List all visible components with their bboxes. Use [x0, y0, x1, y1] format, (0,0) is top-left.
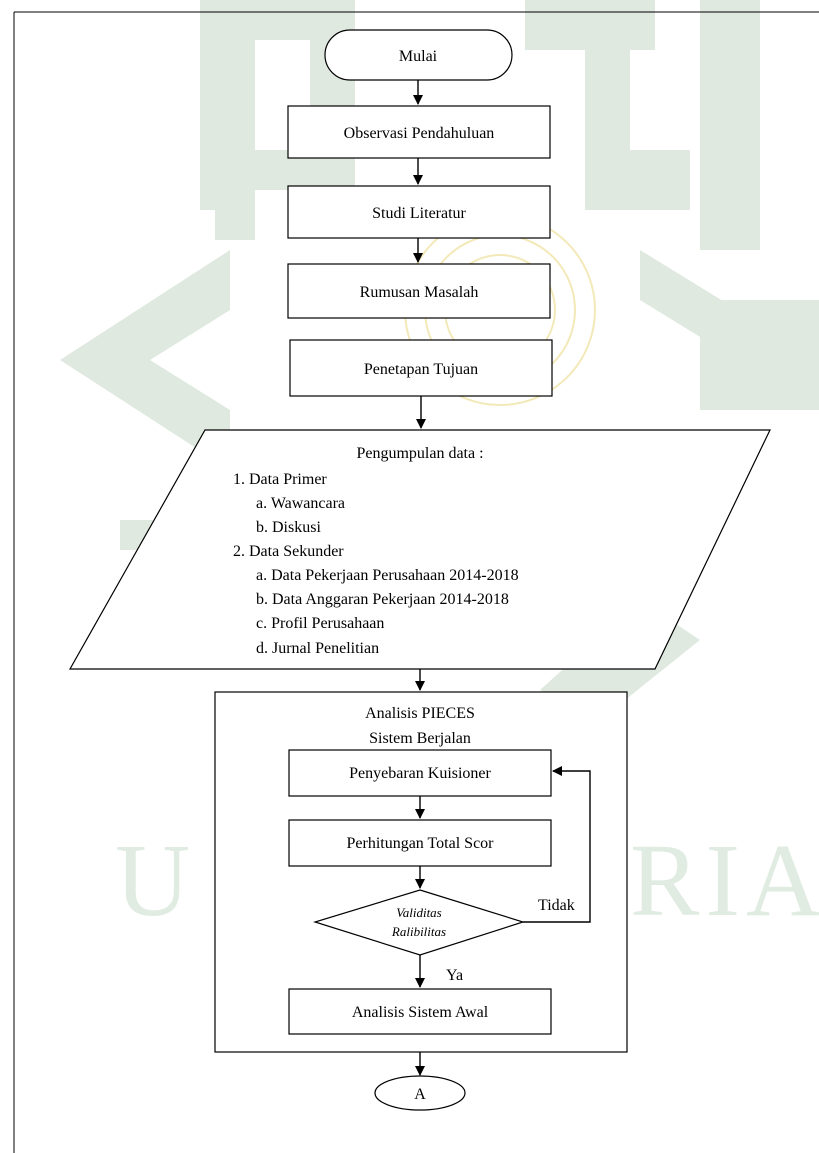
data-item: a. Wawancara — [256, 495, 345, 512]
process-rumusan-masalah — [287, 263, 551, 319]
watermark-shape — [215, 200, 255, 240]
process-label: Perhitungan Total Scor — [346, 835, 494, 852]
data-item: 2. Data Sekunder — [233, 543, 344, 560]
data-item: b. Diskusi — [256, 519, 321, 536]
watermark-text: RIA — [630, 823, 819, 938]
watermark-shape — [200, 0, 255, 210]
process-label: Penetapan Tujuan — [364, 361, 478, 378]
process-penetapan-tujuan — [289, 339, 553, 397]
watermark-text: U — [115, 823, 196, 938]
process-label: Studi Literatur — [372, 205, 466, 222]
process-label: Rumusan Masalah — [360, 284, 479, 301]
process-label: Observasi Pendahuluan — [344, 125, 495, 142]
yes-label: Ya — [446, 967, 463, 984]
process-studi-literatur — [287, 185, 551, 239]
process-penyebaran-kuisioner — [288, 749, 552, 797]
watermark-shape — [630, 150, 690, 210]
data-item: a. Data Pekerjaan Perusahaan 2014-2018 — [256, 567, 519, 584]
connector-terminator — [374, 1075, 466, 1111]
process-label: Penyebaran Kuisioner — [349, 765, 491, 782]
watermark: U RIA — [60, 0, 819, 938]
no-label: Tidak — [538, 897, 575, 914]
decision-label: Ralibilitas — [391, 924, 446, 939]
data-title: Pengumpulan data : — [356, 445, 483, 462]
decision-label: Validitas — [396, 905, 442, 920]
watermark-shape — [640, 250, 819, 410]
loop-arrow — [523, 766, 591, 923]
process-label: Analisis Sistem Awal — [352, 1004, 489, 1021]
group-title: Analisis PIECES — [365, 705, 475, 722]
process-observasi — [287, 105, 551, 159]
connector-label: A — [414, 1086, 426, 1103]
watermark-shape — [60, 250, 230, 470]
data-item: c. Profil Perusahaan — [256, 615, 384, 632]
data-item: d. Jurnal Penelitian — [256, 640, 379, 657]
process-analisis-sistem-awal — [288, 988, 552, 1035]
data-item: b. Data Anggaran Pekerjaan 2014-2018 — [256, 591, 509, 608]
data-item: 1. Data Primer — [233, 471, 327, 488]
group-title: Sistem Berjalan — [369, 730, 471, 747]
process-perhitungan-total-scor — [288, 819, 552, 867]
watermark-shape — [525, 0, 655, 50]
start-label: Mulai — [399, 48, 438, 65]
watermark-shape — [585, 50, 630, 210]
watermark-shape — [700, 0, 760, 250]
data-input-parallelogram — [68, 429, 771, 670]
